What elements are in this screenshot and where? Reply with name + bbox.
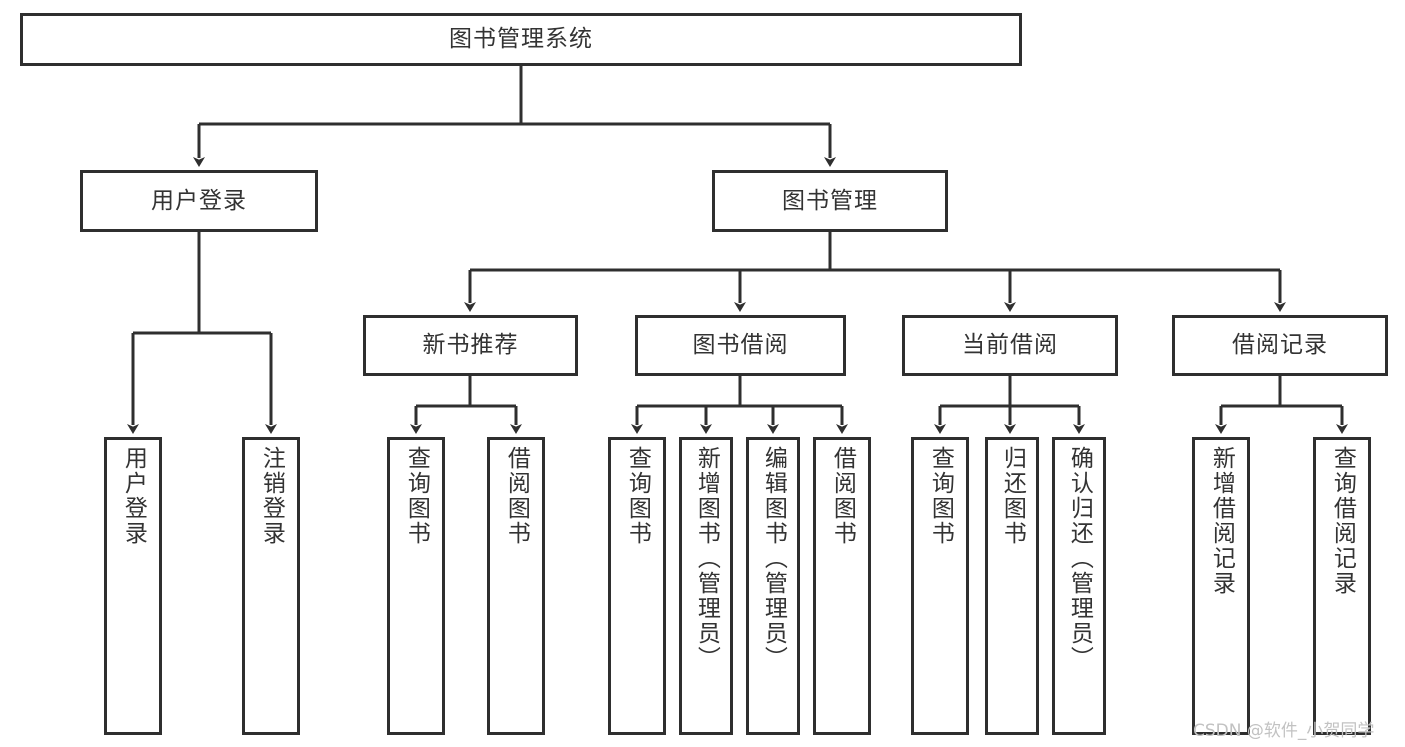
node-current-borrow[interactable]: 当前借阅 <box>902 315 1118 376</box>
leaf-user-login-label: 用户登录 <box>120 446 147 546</box>
leaf-return-book-label: 归还图书 <box>999 446 1026 546</box>
node-borrow-record-label: 借阅记录 <box>1232 332 1328 358</box>
leaf-add-borrow-record-label: 新增借阅记录 <box>1208 446 1235 596</box>
node-user-login[interactable]: 用户登录 <box>80 170 318 232</box>
node-book-borrow[interactable]: 图书借阅 <box>635 315 846 376</box>
node-current-borrow-label: 当前借阅 <box>962 332 1058 358</box>
leaf-user-logout-label: 注销登录 <box>258 446 285 546</box>
leaf-query-book-3-label: 查询图书 <box>927 446 954 546</box>
watermark: CSDN @软件_小贺同学 <box>1193 721 1375 741</box>
node-root-label: 图书管理系统 <box>449 26 593 52</box>
leaf-borrow-book-2[interactable]: 借阅图书 <box>813 437 871 735</box>
edge-currentborrow-to-leaves <box>934 376 1085 434</box>
leaf-confirm-return[interactable]: 确认归还（管理员） <box>1052 437 1106 735</box>
edge-bookborrow-to-leaves <box>631 376 848 434</box>
leaf-user-logout[interactable]: 注销登录 <box>242 437 300 735</box>
edge-userlogin-to-leaves <box>127 232 277 434</box>
leaf-confirm-return-label: 确认归还（管理员） <box>1066 446 1093 671</box>
node-book-manage[interactable]: 图书管理 <box>712 170 948 232</box>
leaf-query-book-2-label: 查询图书 <box>624 446 651 546</box>
leaf-borrow-book-2-label: 借阅图书 <box>829 446 856 546</box>
node-root[interactable]: 图书管理系统 <box>20 13 1022 66</box>
leaf-edit-book[interactable]: 编辑图书（管理员） <box>746 437 800 735</box>
leaf-query-borrow-record-label: 查询借阅记录 <box>1329 446 1356 596</box>
node-new-book-recommend-label: 新书推荐 <box>422 332 519 358</box>
leaf-borrow-book-1-label: 借阅图书 <box>503 446 530 546</box>
node-new-book-recommend[interactable]: 新书推荐 <box>363 315 578 376</box>
node-book-borrow-label: 图书借阅 <box>692 332 789 358</box>
leaf-add-book[interactable]: 新增图书（管理员） <box>679 437 733 735</box>
leaf-borrow-book-1[interactable]: 借阅图书 <box>487 437 545 735</box>
node-user-login-label: 用户登录 <box>151 187 247 214</box>
leaf-query-book-2[interactable]: 查询图书 <box>608 437 666 735</box>
edge-newbook-to-leaves <box>410 376 522 434</box>
leaf-query-borrow-record[interactable]: 查询借阅记录 <box>1313 437 1371 735</box>
leaf-query-book-3[interactable]: 查询图书 <box>911 437 969 735</box>
node-borrow-record[interactable]: 借阅记录 <box>1172 315 1388 376</box>
leaf-user-login[interactable]: 用户登录 <box>104 437 162 735</box>
leaf-edit-book-label: 编辑图书（管理员） <box>760 446 787 671</box>
leaf-add-borrow-record[interactable]: 新增借阅记录 <box>1192 437 1250 735</box>
node-book-manage-label: 图书管理 <box>782 187 878 214</box>
leaf-query-book-1[interactable]: 查询图书 <box>387 437 445 735</box>
edge-borrowrecord-to-leaves <box>1215 376 1348 434</box>
edge-root-to-level2 <box>193 66 836 167</box>
leaf-add-book-label: 新增图书（管理员） <box>693 446 720 671</box>
leaf-query-book-1-label: 查询图书 <box>403 446 430 546</box>
leaf-return-book[interactable]: 归还图书 <box>985 437 1039 735</box>
edge-bookmanage-to-level3 <box>464 232 1286 312</box>
